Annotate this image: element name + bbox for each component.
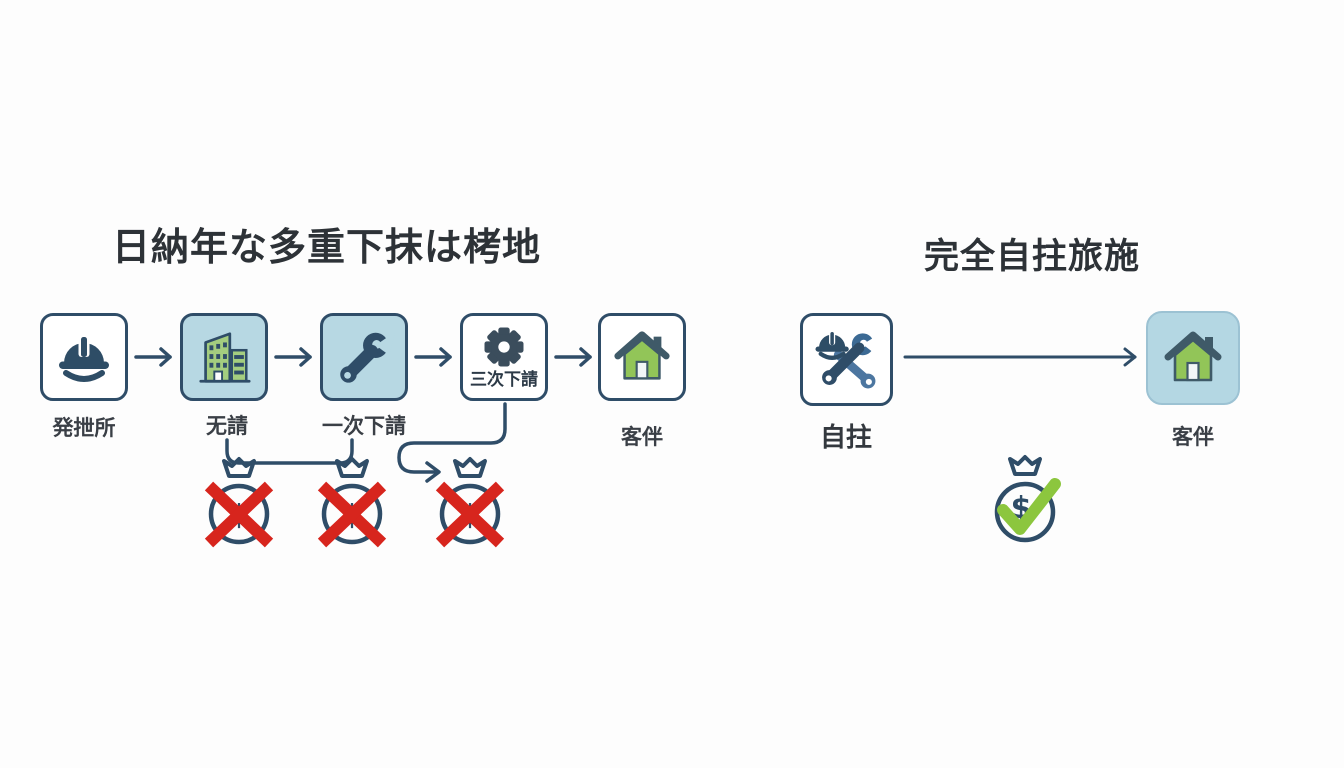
left-section-title: 日納年な多重下抹は栲地 xyxy=(112,225,542,269)
hard-hat-icon xyxy=(52,325,116,389)
flow-arrow-icon xyxy=(554,346,596,368)
money-bag-crossed-icon: $ xyxy=(310,452,394,548)
red-x-icon xyxy=(204,481,274,548)
red-x-icon xyxy=(317,481,387,548)
house-icon xyxy=(1161,326,1225,390)
node-label-in-house: 自拄 xyxy=(819,423,872,453)
hard-hat-icon xyxy=(815,331,849,360)
check-icon xyxy=(997,478,1061,535)
house-icon xyxy=(611,326,673,388)
node-third-subcontractor: 三次下請 xyxy=(460,313,548,401)
node-customer-right xyxy=(1146,311,1240,405)
node-customer xyxy=(598,313,686,401)
node-label-first-subcontractor: 一次下請 xyxy=(322,414,406,438)
money-bag-crossed-icon: $ xyxy=(197,452,281,548)
node-in-house xyxy=(800,313,893,406)
flow-arrow-icon xyxy=(414,346,456,368)
flow-arrow-icon xyxy=(274,346,316,368)
money-bag-crossed-icon: $ xyxy=(428,452,512,548)
node-label-third-subcontractor: 三次下請 xyxy=(470,370,538,390)
direct-flow-arrow-icon xyxy=(903,346,1143,368)
node-label-client: 発抴所 xyxy=(52,416,116,440)
node-prime-contractor xyxy=(180,313,268,401)
tools-icon xyxy=(812,325,882,395)
red-x-icon xyxy=(435,481,505,548)
node-label-prime-contractor: 无請 xyxy=(206,414,248,438)
building-icon xyxy=(193,326,255,388)
node-first-subcontractor xyxy=(320,313,408,401)
flow-arrow-icon xyxy=(134,346,176,368)
node-label-customer: 客伴 xyxy=(621,425,663,449)
wrench-icon xyxy=(333,326,395,388)
wrench-icon xyxy=(821,332,880,385)
node-client xyxy=(40,313,128,401)
gear-icon xyxy=(478,321,530,373)
right-section-title: 完全自拄旅施 xyxy=(924,237,1141,277)
money-bag-approved-icon: $ xyxy=(981,450,1069,550)
node-label-customer-right: 客伴 xyxy=(1172,425,1214,449)
